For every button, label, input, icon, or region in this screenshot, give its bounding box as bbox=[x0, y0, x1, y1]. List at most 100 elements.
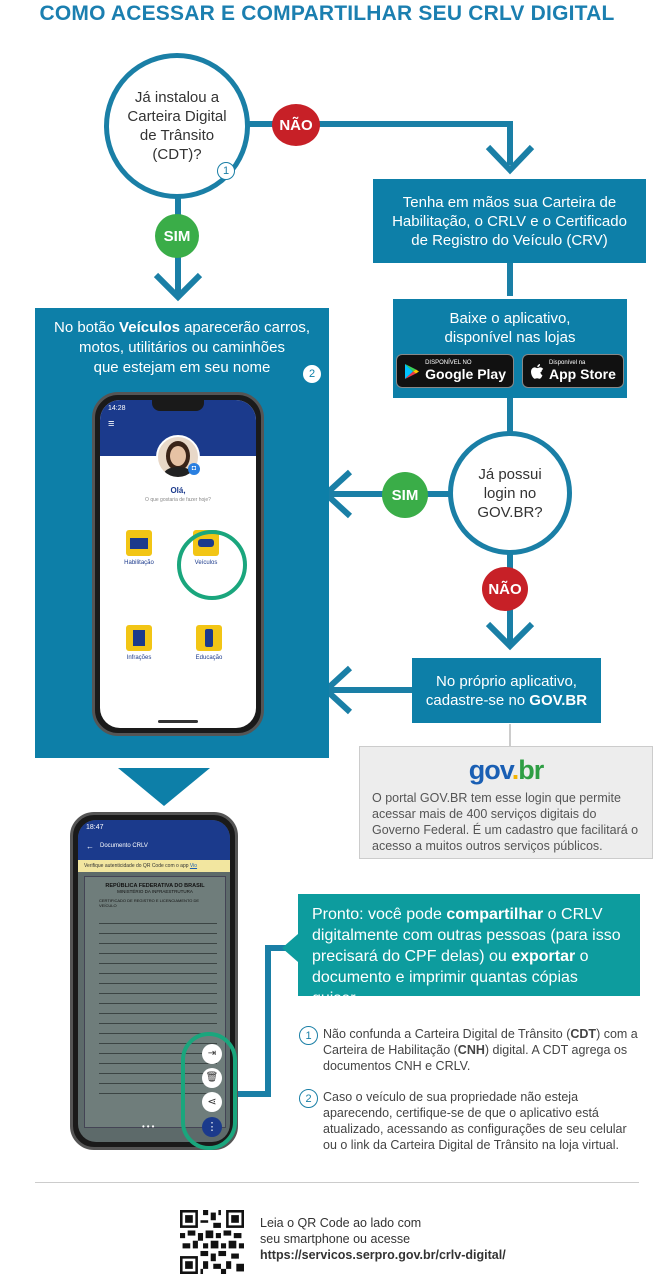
export-icon[interactable]: ⇥ bbox=[202, 1044, 222, 1064]
doc-title3: CERTIFICADO DE REGISTRO E LICENCIAMENTO … bbox=[99, 898, 200, 908]
download-box: Baixe o aplicativo, disponível nas lojas… bbox=[393, 299, 627, 398]
download-line1: Baixe o aplicativo, bbox=[449, 310, 571, 327]
menu-label-infracoes: Infrações bbox=[126, 655, 152, 661]
app-store-button[interactable]: Disponível na App Store bbox=[522, 354, 624, 388]
q2-line3: GOV.BR? bbox=[477, 503, 543, 521]
greeting: Olá, bbox=[170, 486, 186, 495]
status-time: 14:28 bbox=[108, 405, 126, 412]
govbr-logo-gov: gov bbox=[468, 755, 513, 785]
panel-post: aparecerão carros, bbox=[179, 319, 310, 336]
google-play-icon bbox=[405, 363, 420, 379]
menu-item-habilitacao[interactable]: Habilitação bbox=[114, 530, 164, 566]
menu-label-educacao: Educação bbox=[195, 655, 223, 661]
vehicles-panel: No botão Veículos aparecerão carros, mot… bbox=[35, 308, 329, 758]
download-line2: disponível nas lojas bbox=[444, 329, 576, 346]
register-box: No próprio aplicativo, cadastre-se no GO… bbox=[412, 658, 601, 723]
note1-cdt: CDT bbox=[570, 1027, 597, 1041]
doc-fields bbox=[99, 914, 217, 1094]
docs-line3: de Registro do Veículo (CRV) bbox=[411, 231, 608, 249]
menu-icon[interactable]: ≡ bbox=[108, 418, 115, 430]
register-line2: cadastre-se no bbox=[425, 691, 530, 709]
qr-url[interactable]: https://servicos.serpro.gov.br/crlv-digi… bbox=[260, 1248, 506, 1262]
phone-notch bbox=[152, 400, 204, 411]
verify-banner: Verifique autenticidade do QR Code com o… bbox=[78, 860, 230, 872]
down-triangle bbox=[118, 768, 210, 806]
govbr-logo: gov.br bbox=[468, 755, 545, 785]
status-time-2: 18:47 bbox=[86, 824, 104, 831]
pronto-p1: Pronto: você pode bbox=[312, 906, 447, 923]
docs-line1: Tenha em mãos sua Carteira de bbox=[402, 193, 617, 211]
panel-pre: No botão bbox=[54, 319, 120, 336]
pronto-exportar: exportar bbox=[511, 948, 576, 965]
register-govbr: GOV.BR bbox=[529, 691, 588, 709]
sim-badge-2: SIM bbox=[382, 472, 428, 518]
traffic-light-icon bbox=[196, 625, 222, 651]
menu-label-habilitacao: Habilitação bbox=[124, 560, 154, 566]
note1-cnh: CNH bbox=[457, 1043, 485, 1057]
menu-item-infracoes[interactable]: Infrações bbox=[114, 625, 164, 661]
q1-line1: Já instalou a bbox=[134, 89, 220, 106]
crlv-header: Documento CRLV bbox=[100, 843, 148, 849]
home-indicator bbox=[158, 720, 198, 723]
register-line1: No próprio aplicativo, bbox=[436, 672, 577, 690]
delete-icon[interactable]: 🗑 bbox=[202, 1068, 222, 1088]
q1-line4: (CDT)? bbox=[152, 146, 202, 163]
verify-text: Verifique autenticidade do QR Code com o… bbox=[84, 863, 189, 869]
doc-title1: REPÚBLICA FEDERATIVA DO BRASIL bbox=[105, 883, 205, 889]
panel-line3: que estejam em seu nome bbox=[93, 359, 271, 376]
sim-badge-1: SIM bbox=[155, 214, 199, 258]
google-small-label: DISPONÍVEL NO bbox=[425, 360, 472, 366]
q1-line3: de Trânsito bbox=[139, 127, 215, 144]
note-2-number: 2 bbox=[299, 1089, 318, 1108]
page-dots: ••• bbox=[142, 1122, 157, 1131]
more-options-icon[interactable]: ⋮ bbox=[202, 1117, 222, 1137]
pronto-p2: o CRLV digitalmente com outras pessoas (… bbox=[312, 906, 621, 965]
actions-highlight-ring bbox=[181, 1032, 237, 1150]
note1-p2: ) com a Carteira de Habilitação ( bbox=[323, 1027, 638, 1057]
note2-text: Caso o veículo de sua propriedade não es… bbox=[323, 1090, 627, 1152]
page-title: COMO ACESSAR E COMPARTILHAR SEU CRLV DIG… bbox=[39, 2, 615, 25]
govbr-description: O portal GOV.BR tem esse login que permi… bbox=[372, 791, 639, 853]
camera-icon[interactable]: ◘ bbox=[188, 463, 200, 475]
docs-line2: Habilitação, o CRLV e o Certificado bbox=[392, 212, 627, 230]
qr-instructions: Leia o QR Code ao lado com seu smartphon… bbox=[260, 1215, 506, 1263]
phone-mockup-crlv: 18:47 ← Documento CRLV Verifique autenti… bbox=[70, 812, 238, 1150]
q1-line2: Carteira Digital bbox=[127, 108, 227, 125]
q2-line1: Já possui bbox=[478, 465, 542, 483]
note-1-number: 1 bbox=[299, 1026, 318, 1045]
note1-p3: ) digital. A CDT agrega os documentos CN… bbox=[323, 1043, 628, 1073]
pronto-compartilhar: compartilhar bbox=[446, 906, 544, 923]
note1-p1: Não confunda a Carteira Digital de Trâns… bbox=[323, 1027, 571, 1041]
menu-item-educacao[interactable]: Educação bbox=[184, 625, 234, 661]
pronto-box: Pronto: você pode compartilhar o CRLV di… bbox=[298, 894, 640, 1007]
question-govbr-login: Já possui login no GOV.BR? bbox=[448, 431, 572, 555]
apple-small-label: Disponível na bbox=[549, 360, 586, 366]
footnote-marker-2: 2 bbox=[303, 365, 321, 383]
footnote-marker-1: 1 bbox=[217, 162, 235, 180]
panel-bold: Veículos bbox=[119, 319, 180, 336]
apple-icon bbox=[531, 363, 544, 379]
veiculos-highlight-ring bbox=[177, 530, 247, 600]
nao-badge-1: NÃO bbox=[272, 104, 320, 146]
fine-icon bbox=[126, 625, 152, 651]
qr-line1: Leia o QR Code ao lado com bbox=[260, 1216, 422, 1230]
qr-line2: seu smartphone ou acesse bbox=[260, 1232, 411, 1246]
greeting-sub: O que gostaria de fazer hoje? bbox=[145, 497, 211, 503]
govbr-logo-br: br bbox=[518, 755, 544, 785]
nao-badge-2: NÃO bbox=[482, 567, 528, 611]
govbr-info-box: gov.br O portal GOV.BR tem esse login qu… bbox=[359, 746, 653, 859]
google-play-button[interactable]: DISPONÍVEL NO Google Play bbox=[396, 354, 515, 388]
panel-line2: motos, utilitários ou caminhões bbox=[79, 339, 285, 356]
q2-line2: login no bbox=[483, 484, 537, 502]
apple-big-label: App Store bbox=[549, 366, 616, 382]
verify-link[interactable]: Vio bbox=[189, 863, 198, 869]
license-icon bbox=[126, 530, 152, 556]
crlv-document: REPÚBLICA FEDERATIVA DO BRASIL MINISTÉRI… bbox=[84, 876, 226, 1128]
share-icon[interactable]: ⋖ bbox=[202, 1092, 222, 1112]
docs-box: Tenha em mãos sua Carteira de Habilitaçã… bbox=[373, 179, 646, 263]
qr-code-icon bbox=[180, 1210, 244, 1274]
pronto-p3: o documento e imprimir quantas cópias qu… bbox=[312, 948, 589, 1007]
back-arrow-icon[interactable]: ← bbox=[86, 842, 94, 851]
doc-title2: MINISTÉRIO DA INFRAESTRUTURA bbox=[117, 889, 193, 894]
divider bbox=[35, 1182, 639, 1183]
